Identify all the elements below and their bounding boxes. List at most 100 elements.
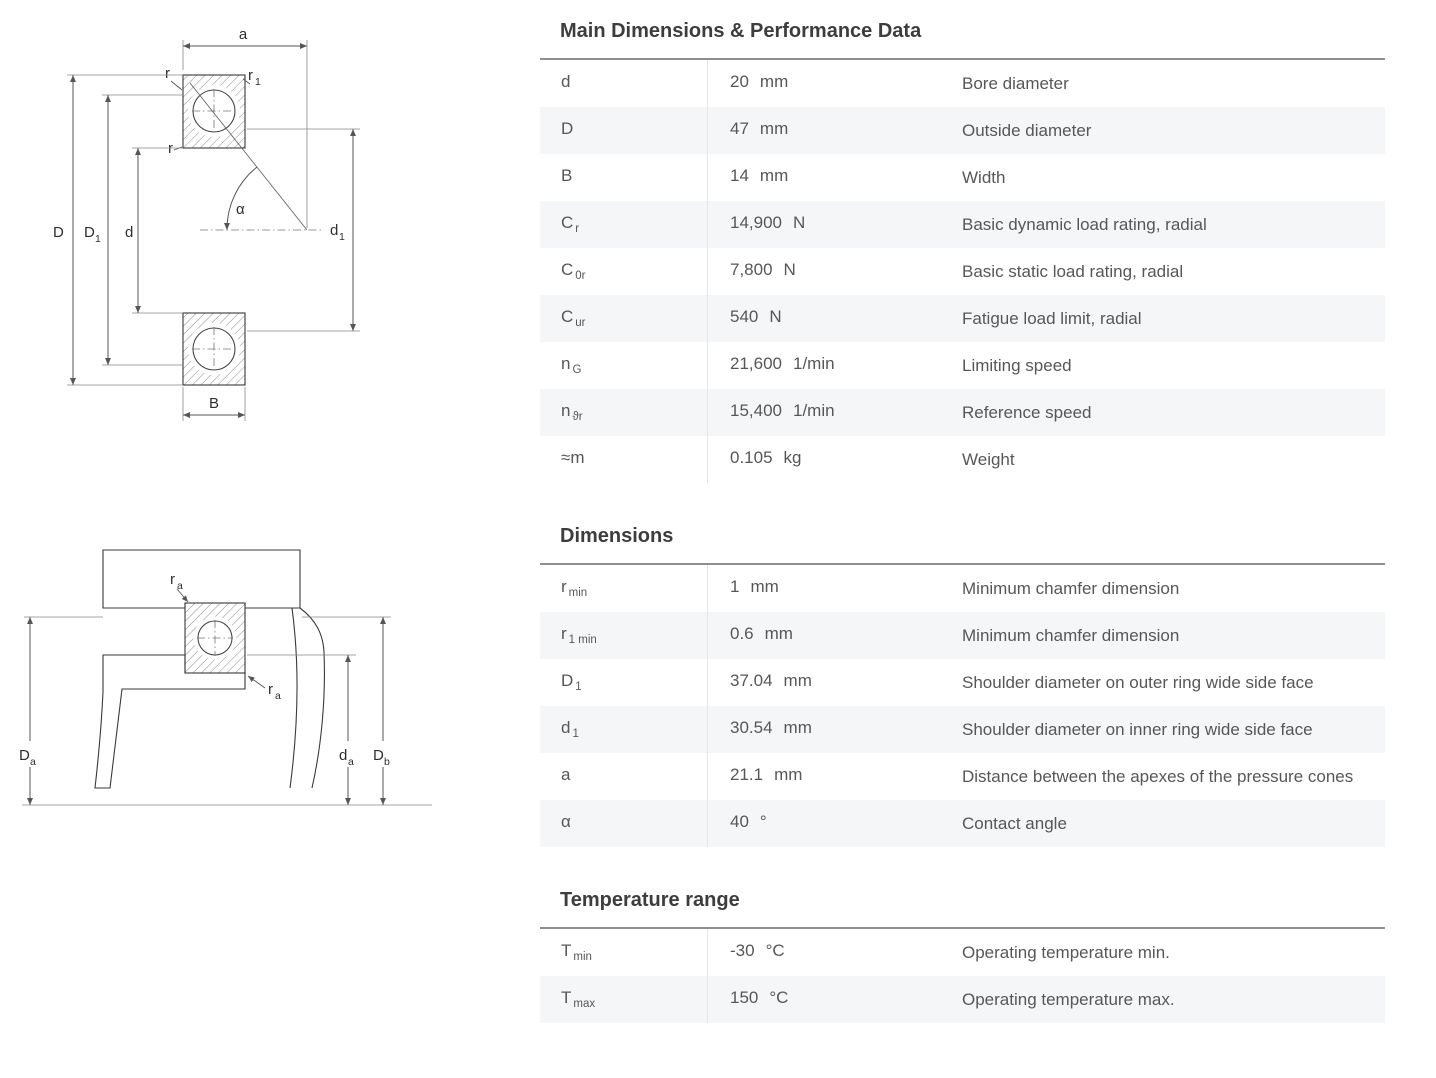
row-label-sub: max (573, 997, 596, 1010)
row-label-base: T (561, 988, 572, 1007)
row-value-number: 30.54 (730, 718, 773, 737)
label-r-top: r (165, 65, 170, 82)
label-d: d (125, 224, 133, 241)
section-title-main: Main Dimensions & Performance Data (560, 20, 922, 42)
row-description: Minimum chamfer dimension (962, 579, 1180, 598)
row-value-number: 21,600 (730, 354, 782, 373)
row-label-base: ≈m (561, 448, 585, 467)
label-D1: D (84, 224, 95, 241)
label-r-inner: r (168, 140, 173, 157)
label-alpha: α (236, 201, 245, 218)
table-row: B 14 mm Width (540, 154, 1385, 201)
row-description: Limiting speed (962, 356, 1072, 375)
bearing-section-bottom (182, 312, 246, 386)
row-label: a (540, 753, 707, 800)
contact-angle: α (189, 82, 308, 231)
row-value-number: 40 (730, 812, 749, 831)
bearing-cross-section-diagram: a r r 1 r α (53, 26, 360, 421)
row-label-base: d (561, 718, 571, 737)
row-label-sub: 1 (575, 680, 582, 693)
label-D1-sub: 1 (95, 233, 101, 245)
row-value-unit: mm (764, 624, 793, 643)
row-value-unit: °C (769, 988, 789, 1007)
row-value-unit: N (769, 307, 782, 326)
row-label-base: D (561, 119, 574, 138)
row-description: Shoulder diameter on inner ring wide sid… (962, 720, 1313, 739)
row-value-unit: mm (774, 765, 803, 784)
row-label-base: α (561, 812, 571, 831)
row-description: Width (962, 168, 1006, 187)
shaft-outline-right (299, 607, 325, 789)
row-value-number: 20 (730, 72, 749, 91)
table-row: α 40° Contact angle (540, 800, 1385, 847)
label-ra-top: r (170, 571, 175, 588)
row-label-sub: 1 (572, 727, 579, 740)
row-label-base: n (561, 401, 571, 420)
row-label-sub: ur (575, 316, 586, 329)
shaft-shoulder-section (94, 654, 246, 789)
row-value-unit: N (783, 260, 796, 279)
shaft-outline-left (289, 607, 298, 789)
dimension-da: d a (247, 654, 356, 805)
section-title-dimensions: Dimensions (560, 525, 674, 547)
dimension-Da: D a (19, 616, 103, 805)
label-Da: D (19, 747, 30, 764)
row-value-unit: °C (765, 941, 785, 960)
row-value-unit: mm (759, 166, 789, 185)
row-label-sub: r (575, 222, 580, 235)
label-r1-sub: 1 (255, 76, 261, 88)
row-label: d (540, 60, 707, 107)
row-label-base: r (561, 577, 567, 596)
row-description: Outside diameter (962, 121, 1092, 140)
row-value-unit: mm (759, 119, 789, 138)
row-value-number: 150 (730, 988, 759, 1007)
label-da-sub: a (348, 756, 354, 768)
row-label-base: r (561, 624, 567, 643)
row-value-number: 14 (730, 166, 749, 185)
bearing-drawings-svg: a r r 1 r α (19, 26, 432, 806)
mounting-diagram: r a r a D a (19, 549, 432, 806)
row-description: Operating temperature max. (962, 990, 1175, 1009)
row-label: B (540, 154, 707, 201)
row-label-base: C (561, 307, 574, 326)
row-value-number: 1 (730, 577, 740, 596)
row-label-base: B (561, 166, 573, 185)
row-label-base: D (561, 671, 574, 690)
row-value: 150 °C (707, 976, 962, 1023)
row-description: Reference speed (962, 403, 1092, 422)
row-value-number: 37.04 (730, 671, 773, 690)
label-ra-bottom-sub: a (275, 690, 281, 702)
row-label-sub: min (568, 586, 588, 599)
label-ra-bottom: r (268, 681, 273, 698)
row-value-number: 0.105 (730, 448, 773, 467)
row-label: ≈m (540, 436, 707, 483)
row-value-number: -30 (730, 941, 755, 960)
row-value-unit: N (793, 213, 806, 232)
